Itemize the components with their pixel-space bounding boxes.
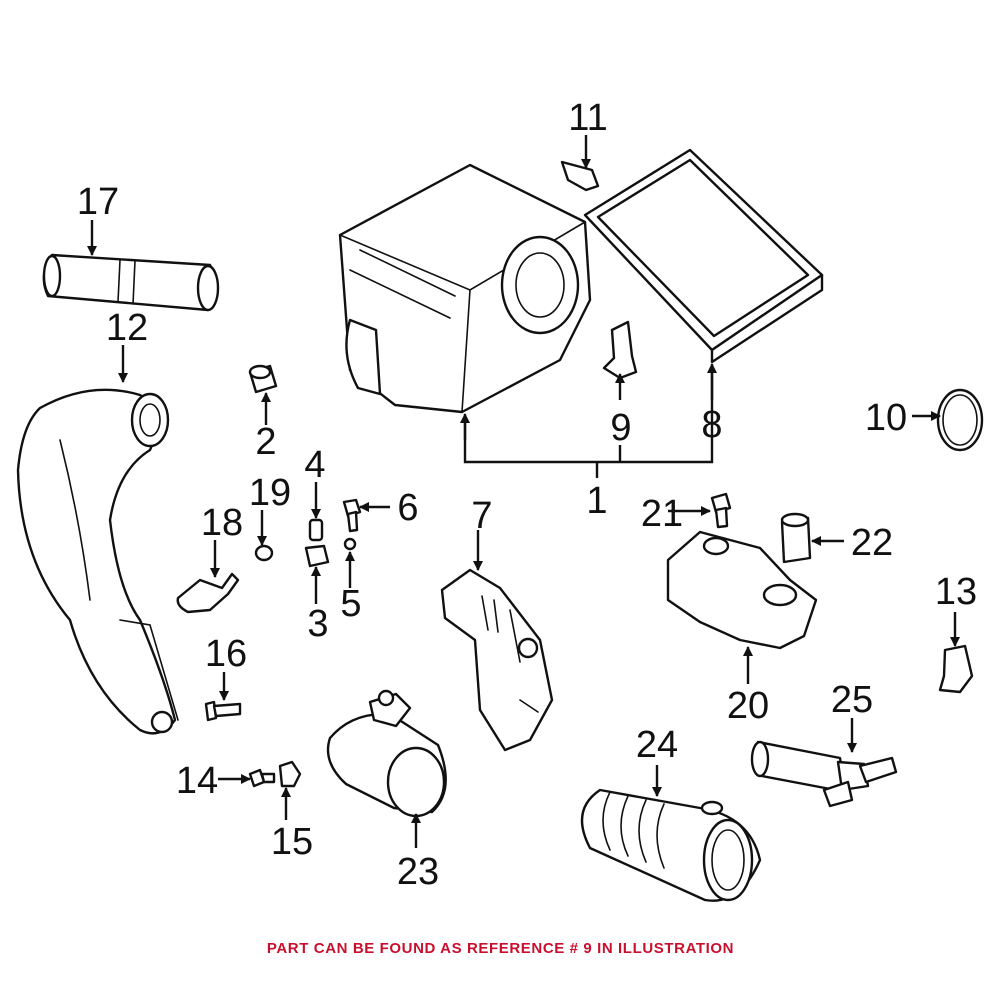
part-9-clip[interactable] <box>602 320 638 380</box>
callout-12: 12 <box>106 307 148 349</box>
part-11-clip[interactable] <box>560 160 600 192</box>
callout-2: 2 <box>255 421 276 463</box>
part-8-air-filter[interactable] <box>583 148 824 364</box>
part-19-o-ring[interactable] <box>254 544 274 562</box>
part-6-bolt[interactable] <box>342 498 362 533</box>
part-16-bolt[interactable] <box>204 700 242 722</box>
part-5-washer[interactable] <box>343 537 357 551</box>
part-21-bolt[interactable] <box>710 492 732 529</box>
part-4-sleeve[interactable] <box>308 518 324 542</box>
callout-22: 22 <box>851 522 893 564</box>
part-2-bushing[interactable] <box>248 364 278 394</box>
callout-1: 1 <box>586 480 607 522</box>
callout-5: 5 <box>340 583 361 625</box>
part-18-temperature-sensor[interactable] <box>176 572 240 614</box>
part-10-seal-ring[interactable] <box>936 388 984 452</box>
callout-18: 18 <box>201 502 243 544</box>
callout-13: 13 <box>935 571 977 613</box>
part-20-cover[interactable] <box>666 530 818 650</box>
part-15-nut[interactable] <box>278 760 302 788</box>
callout-20: 20 <box>727 685 769 727</box>
callout-4: 4 <box>304 444 325 486</box>
part-25-valve[interactable] <box>750 740 898 808</box>
callout-17: 17 <box>77 181 119 223</box>
part-24-intake-boot[interactable] <box>580 788 762 902</box>
part-1-air-cleaner-housing[interactable] <box>338 163 592 414</box>
callout-14: 14 <box>176 760 218 802</box>
leader-lines <box>87 135 960 848</box>
part-12-resonator-duct[interactable] <box>16 388 179 735</box>
callout-19: 19 <box>249 472 291 514</box>
callout-23: 23 <box>397 851 439 893</box>
part-13-bracket[interactable] <box>938 644 974 694</box>
callout-24: 24 <box>636 724 678 766</box>
callout-16: 16 <box>205 633 247 675</box>
part-23-mass-air-flow-sensor[interactable] <box>326 689 447 818</box>
callout-labels: 17 12 2 4 19 6 18 7 5 3 16 14 15 23 11 9… <box>77 97 977 893</box>
part-22-sleeve[interactable] <box>780 512 812 564</box>
callout-21: 21 <box>641 493 683 535</box>
callout-10: 10 <box>865 397 907 439</box>
part-17-intake-tube[interactable] <box>42 253 220 312</box>
callout-7: 7 <box>471 495 492 537</box>
callout-25: 25 <box>831 679 873 721</box>
callout-9: 9 <box>610 407 631 449</box>
callout-3: 3 <box>307 603 328 645</box>
reference-note: PART CAN BE FOUND AS REFERENCE # 9 IN IL… <box>266 940 735 957</box>
part-3-grommet[interactable] <box>304 544 330 568</box>
callout-15: 15 <box>271 821 313 863</box>
callout-11: 11 <box>568 97 607 139</box>
callout-6: 6 <box>397 487 418 529</box>
callout-8: 8 <box>701 404 722 446</box>
part-14-screw[interactable] <box>248 768 276 788</box>
part-7-mounting-bracket[interactable] <box>440 568 554 752</box>
